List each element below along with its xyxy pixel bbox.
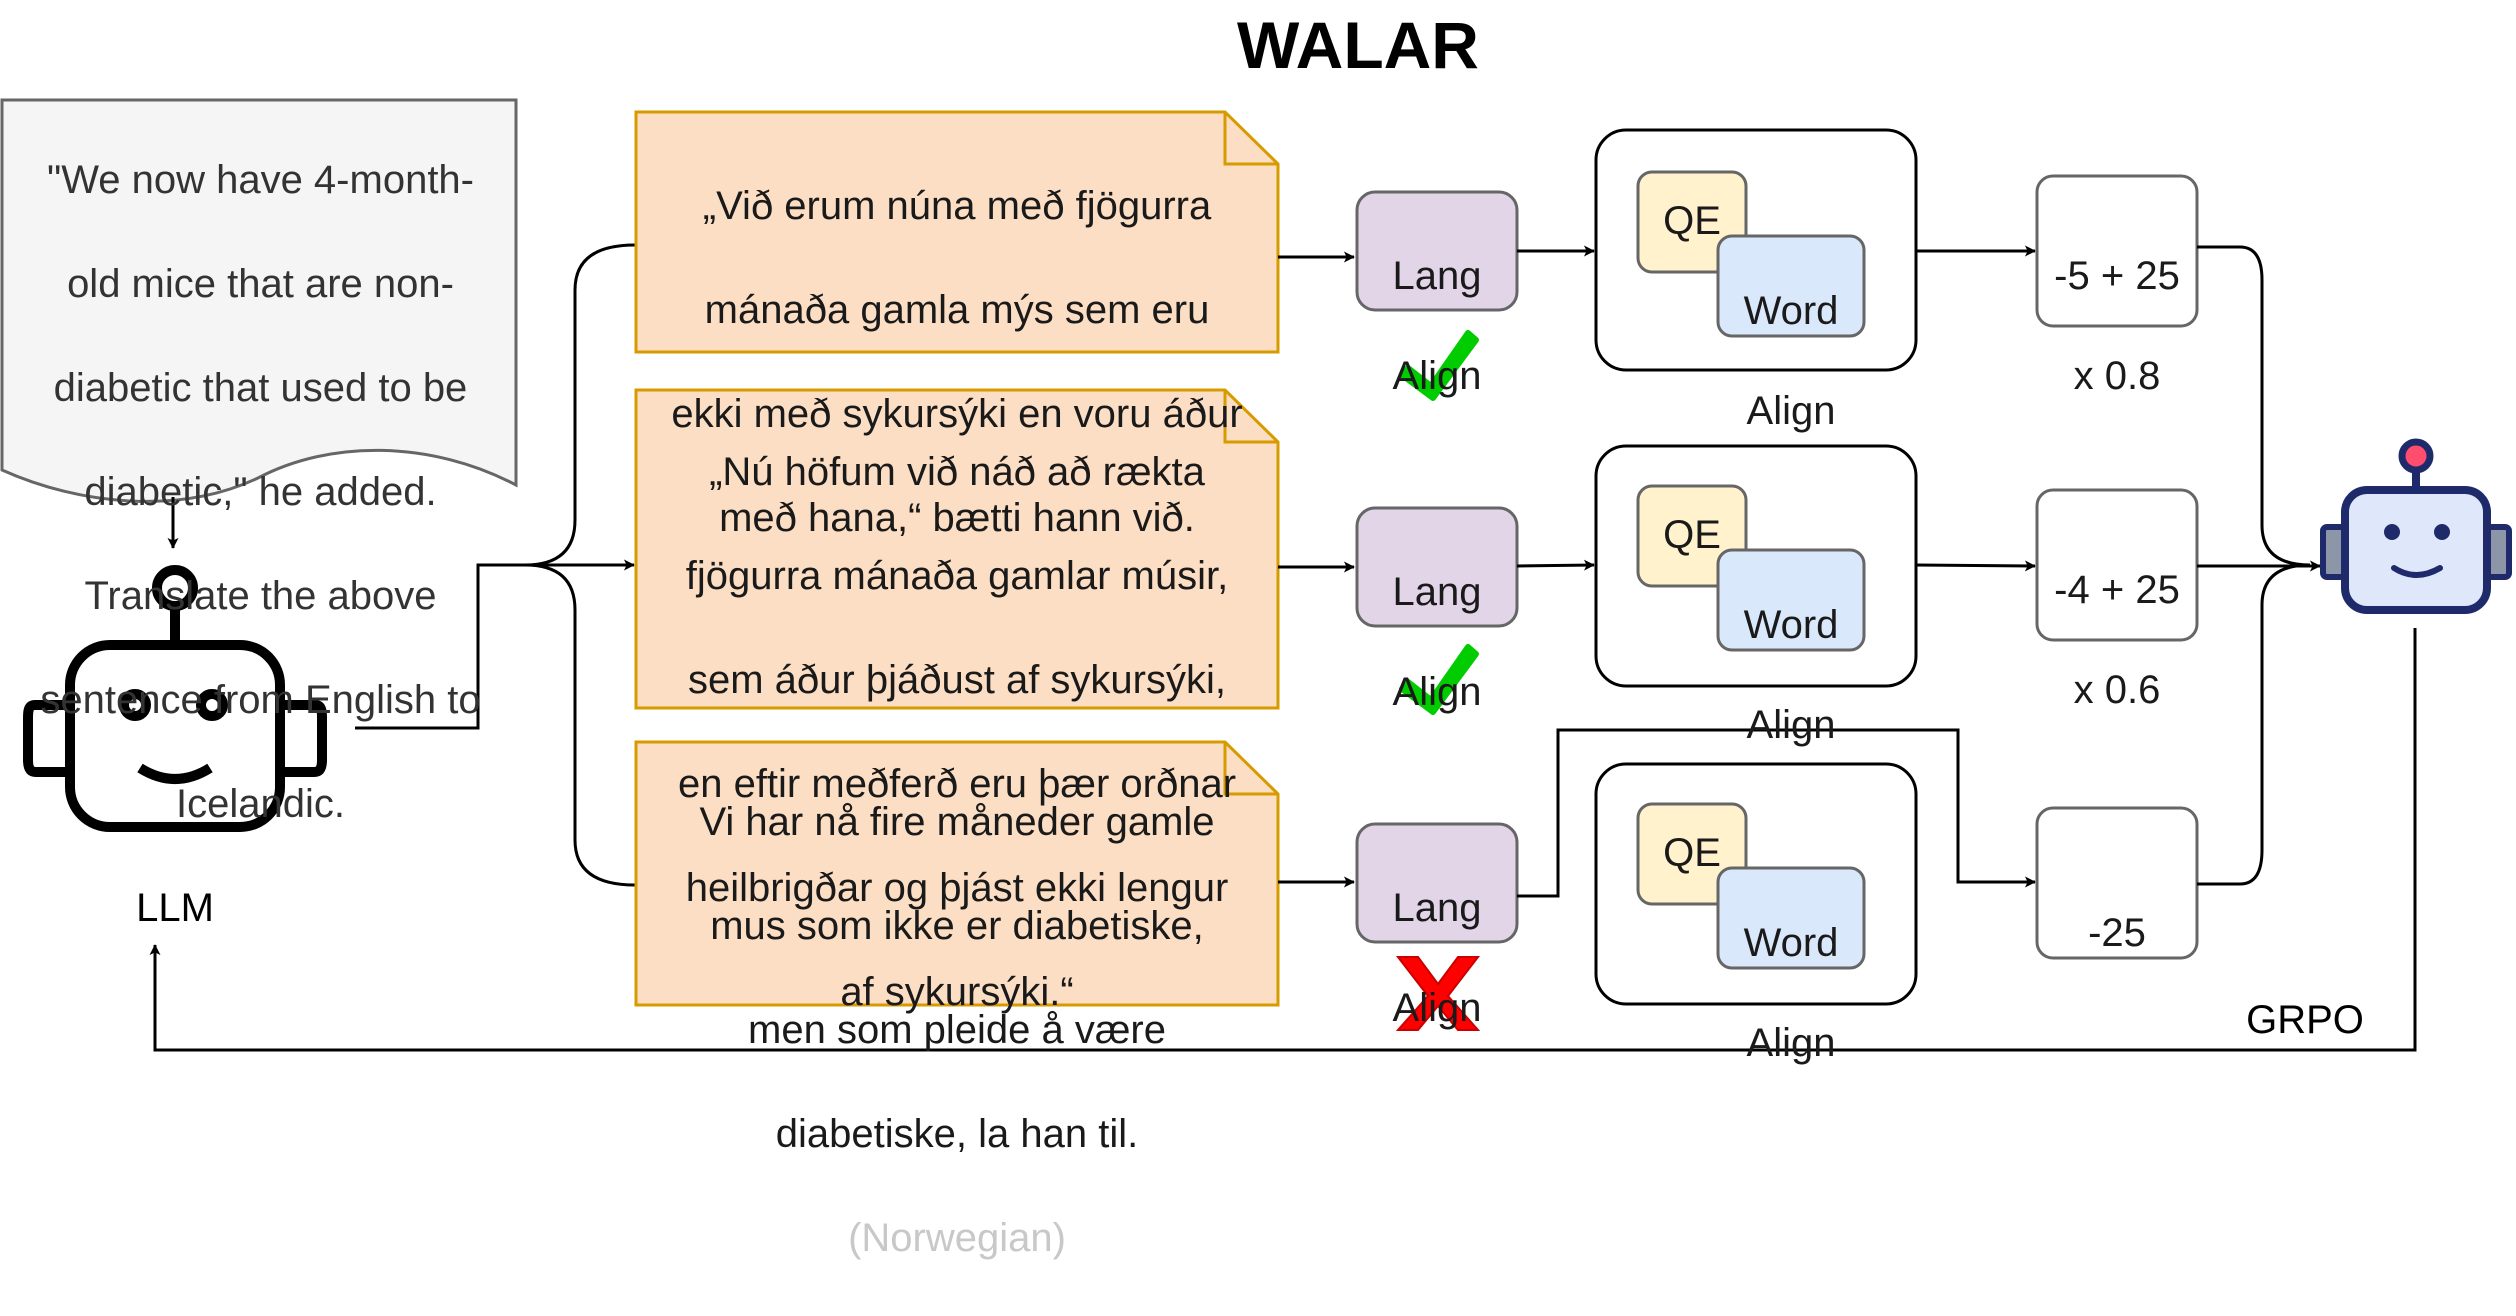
word-align-label-3: Word Align	[1718, 868, 1864, 1118]
prompt-line: old mice that are non-	[67, 262, 454, 306]
prompt-text: "We now have 4-month- old mice that are …	[8, 102, 513, 882]
translation-line: Vi har nå fire måneder gamle	[699, 800, 1215, 844]
translation-line: „Við erum núna með fjögurra	[702, 184, 1212, 228]
reward1-merge	[2197, 245, 2311, 567]
lang-align-word: Lang	[1392, 570, 1482, 614]
reward-box-1	[2035, 174, 2199, 328]
lang-align-label-3: Lang Align	[1357, 833, 1517, 1083]
translation-line: fjögurra mánaða gamlar músir,	[685, 554, 1229, 598]
lang-align-box-2	[1355, 506, 1519, 628]
prompt-line: Translate the above	[84, 574, 437, 618]
reward-label-3: -25	[2037, 858, 2197, 1008]
diagram-title: WALAR	[1237, 8, 1479, 82]
word-align-word: Align	[1746, 703, 1836, 747]
reward-line: x 0.6	[2073, 668, 2161, 712]
translation-text-3: Vi har nå fire måneder gamle mus som ikk…	[636, 744, 1278, 1316]
cross-icon	[1395, 956, 1481, 1031]
translation-box-2	[634, 388, 1280, 710]
prompt-line: Icelandic.	[176, 782, 345, 826]
reward-label-1: -5 + 25 x 0.8	[2037, 201, 2197, 451]
prompt-line: diabetic that used to be	[53, 366, 468, 410]
qe-label-3: QE	[1663, 831, 1721, 875]
word-align-word: Word	[1743, 603, 1839, 647]
lang-align-word: Align	[1392, 670, 1482, 714]
word-align-word: Word	[1743, 289, 1839, 333]
word-align-word: Word	[1743, 921, 1839, 965]
walar-diagram	[0, 98, 2512, 1052]
grpo-label: GRPO	[2246, 998, 2364, 1042]
word-align-box-3	[1716, 866, 1866, 970]
word-align-label-2: Word Align	[1718, 550, 1864, 800]
translation-text-1: „Við erum núna með fjögurra mánaða gamla…	[636, 128, 1278, 596]
prompt-line: "We now have 4-month-	[47, 158, 474, 202]
translation-line: heilbrigðar og þjást ekki lengur	[685, 866, 1229, 910]
llm-label: LLM	[136, 886, 214, 930]
translation-line: en eftir meðferð eru þær orðnar	[677, 762, 1237, 806]
reward-line: -25	[2088, 911, 2146, 955]
prompt-box	[0, 98, 518, 503]
qe-label-2: QE	[1663, 513, 1721, 557]
translation-line: sem áður þjáðust af sykursýki,	[688, 658, 1226, 702]
translation-line: mus som ikke er diabetiske,	[710, 904, 1204, 948]
check-icon	[1399, 644, 1479, 715]
translation-line: „Nú höfum við náð að rækta	[709, 450, 1205, 494]
lang-align-word: Lang	[1392, 254, 1482, 298]
word-align-box-2	[1716, 548, 1866, 652]
lang-align-box-3	[1355, 822, 1519, 944]
grpo-feedback-arrow	[149, 628, 2417, 1052]
translation-line: diabetiske, la han til.	[775, 1112, 1139, 1156]
langalign2-to-eval	[1516, 559, 1595, 571]
reward-model-robot-icon	[2320, 438, 2512, 614]
word-align-box-1	[1716, 234, 1866, 338]
word-align-label-1: Word Align	[1718, 236, 1864, 486]
translation-line: mánaða gamla mýs sem eru	[704, 288, 1210, 332]
language-note: (Norwegian)	[848, 1216, 1066, 1260]
lang-align-word: Align	[1392, 986, 1482, 1030]
reward-line: -5 + 25	[2054, 254, 2180, 298]
translation-box-3	[634, 740, 1280, 1007]
lang-align-label-2: Lang Align	[1357, 517, 1517, 767]
reward-line: -4 + 25	[2054, 568, 2180, 612]
lang-align-label-1: Lang Align	[1357, 201, 1517, 451]
llm-output-line	[355, 563, 525, 730]
langalign3-bypass	[1517, 728, 2036, 898]
prompt-line: diabetic," he added.	[84, 470, 437, 514]
reward3-merge	[2197, 563, 2311, 886]
prompt-line: sentence from English to	[40, 678, 481, 722]
reward-label-2: -4 + 25 x 0.6	[2037, 515, 2197, 765]
lang-align-word: Align	[1392, 354, 1482, 398]
translation-line: af sykursýki.“	[840, 970, 1074, 1014]
llm-robot-icon	[23, 565, 327, 832]
lang-align-word: Lang	[1392, 886, 1482, 930]
eval2-to-reward	[1915, 560, 2036, 572]
translation-line: með hana,“ bætti hann við.	[719, 496, 1195, 540]
qe-label-1: QE	[1663, 199, 1721, 243]
word-align-word: Align	[1746, 389, 1836, 433]
branch-bottom	[524, 563, 636, 887]
reward-line: x 0.8	[2073, 354, 2161, 398]
translation-line: men som pleide å være	[748, 1008, 1166, 1052]
translation-text-2: „Nú höfum við náð að rækta fjögurra mána…	[636, 394, 1278, 1070]
word-align-word: Align	[1746, 1021, 1836, 1065]
branch-top	[524, 243, 636, 567]
check-icon	[1399, 330, 1479, 401]
translation-line: ekki með sykursýki en voru áður	[671, 392, 1243, 436]
